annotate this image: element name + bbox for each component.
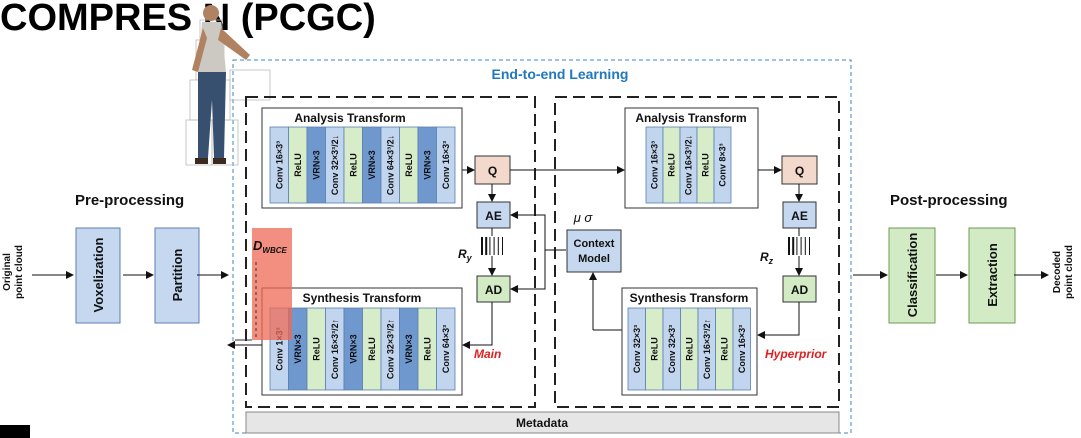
preprocessing-step-box <box>75 227 121 324</box>
hyper-bitstream-icon <box>788 237 810 255</box>
main-synthesis-layer <box>436 307 456 391</box>
postprocessing-title: Post-processing <box>890 192 1008 209</box>
hyper-analysis-title: Analysis Transform <box>635 111 746 125</box>
output-label-line1: Decoded <box>1052 251 1063 293</box>
loss-overlay <box>252 228 292 340</box>
main-decoder-label: AD <box>485 283 503 297</box>
context-model-line1: Context <box>574 238 615 250</box>
main-synthesis-layer-label: ReLU <box>311 337 321 361</box>
main-analysis-layer-label: VRN×3 <box>311 150 321 179</box>
preprocessing-title: Pre-processing <box>75 192 184 209</box>
main-synthesis-layer-label: Conv 64×3³ <box>441 325 451 373</box>
point-cloud-person-illustration <box>185 5 271 166</box>
hyper-analysis-layer-label: Conv 16×3³ <box>650 141 660 189</box>
main-analysis-layer-label: ReLU <box>348 153 358 177</box>
hyper-synthesis-layer <box>732 307 751 391</box>
hyper-decoder-label: AD <box>791 283 809 297</box>
hyper-synthesis-layer-label: Conv 16×3³/2↑ <box>702 319 712 379</box>
hyper-synthesis-layer-label: ReLU <box>649 337 659 361</box>
main-synthesis-layer-label: Conv 32×3³/2↑ <box>385 319 395 379</box>
preprocessing-step-label: Voxelization <box>91 238 106 313</box>
main-bitstream-icon <box>481 237 503 255</box>
main-analysis-layer-label: Conv 32×3³/2↓ <box>330 135 340 195</box>
main-rate-label: Ry <box>458 247 473 263</box>
main-synthesis-layer-label: ReLU <box>422 337 432 361</box>
main-branch-label: Main <box>474 347 501 361</box>
main-synthesis-layer-label: VRN×3 <box>293 334 303 363</box>
loss-label: DWBCE <box>253 238 287 255</box>
hyper-analysis-layer <box>713 126 732 204</box>
input-label: Original point cloud <box>2 245 25 299</box>
hyper-synthesis-layer-label: Conv 32×3³ <box>667 325 677 373</box>
preprocessing-step-label: Partition <box>170 249 185 302</box>
main-branch-region <box>245 96 536 408</box>
e2e-title: End-to-end Learning <box>492 66 629 82</box>
main-analysis-title: Analysis Transform <box>294 111 405 125</box>
postprocessing-step-label: Classification <box>905 233 920 318</box>
main-synthesis-title: Synthesis Transform <box>303 291 422 305</box>
metadata-label: Metadata <box>516 416 568 430</box>
context-params: μ σ <box>573 210 594 225</box>
main-quantizer-box <box>474 155 511 185</box>
hyper-quantizer-box <box>781 155 818 185</box>
main-synthesis-layer-label: Conv 1×3³ <box>274 327 284 370</box>
main-encoder-label: AE <box>485 209 502 223</box>
hyper-synthesis-layer-label: ReLU <box>684 337 694 361</box>
page-title: COMPRES N (PCGC) <box>0 0 376 39</box>
hyper-analysis-layer-label: Conv 8×3³ <box>718 143 728 186</box>
hyper-branch-region <box>554 96 840 408</box>
context-model-box <box>566 229 622 273</box>
output-label-line2: point cloud <box>1064 245 1075 299</box>
context-model-line2: Model <box>578 253 610 265</box>
main-decoder-box <box>476 275 511 303</box>
hyper-synthesis-layer-label: Conv 16×3³ <box>737 325 747 373</box>
hyper-encoder-label: AE <box>791 209 808 223</box>
hyper-synthesis-layer-label: Conv 32×3³ <box>632 325 642 373</box>
main-synthesis-layer-label: Conv 16×3³/2↑ <box>330 319 340 379</box>
preprocessing-step-box <box>154 227 200 324</box>
main-analysis-layer-label: Conv 16×3³ <box>274 141 284 189</box>
e2e-region <box>232 59 852 434</box>
main-synthesis-layer-label: VRN×3 <box>404 334 414 363</box>
hyper-rate-label: Rz <box>760 250 774 266</box>
main-synthesis-layer-label: ReLU <box>367 337 377 361</box>
hyper-synthesis-layer-label: ReLU <box>719 337 729 361</box>
hyper-analysis-layer-label: Conv 16×3³/2↓ <box>684 135 694 195</box>
input-label-line2: point cloud <box>14 245 25 299</box>
main-analysis-layer-label: VRN×3 <box>422 150 432 179</box>
main-quantizer-label: Q <box>488 164 497 178</box>
main-synthesis-layer-label: VRN×3 <box>348 334 358 363</box>
hyper-analysis-layer-label: ReLU <box>701 153 711 177</box>
cropped-glyph <box>0 425 30 438</box>
main-analysis-layer-label: ReLU <box>404 153 414 177</box>
hyper-quantizer-label: Q <box>795 164 804 178</box>
main-encoder-box <box>476 201 511 229</box>
hyper-synthesis-title: Synthesis Transform <box>630 291 749 305</box>
postprocessing-step-box <box>888 227 936 324</box>
main-analysis-layer-label: ReLU <box>293 153 303 177</box>
hyper-analysis-layer-label: ReLU <box>667 153 677 177</box>
main-analysis-layer-label: Conv 64×3³/2↓ <box>385 135 395 195</box>
postprocessing-step-label: Extraction <box>985 243 1000 307</box>
input-label-line1: Original <box>2 253 13 291</box>
main-analysis-layer-label: Conv 16×3³ <box>441 141 451 189</box>
metadata-bar <box>245 411 840 434</box>
hyperprior-label: Hyperprior <box>765 347 828 361</box>
output-label: Decoded point cloud <box>1052 245 1075 299</box>
main-analysis-layer-label: VRN×3 <box>367 150 377 179</box>
main-analysis-layer <box>436 126 456 204</box>
